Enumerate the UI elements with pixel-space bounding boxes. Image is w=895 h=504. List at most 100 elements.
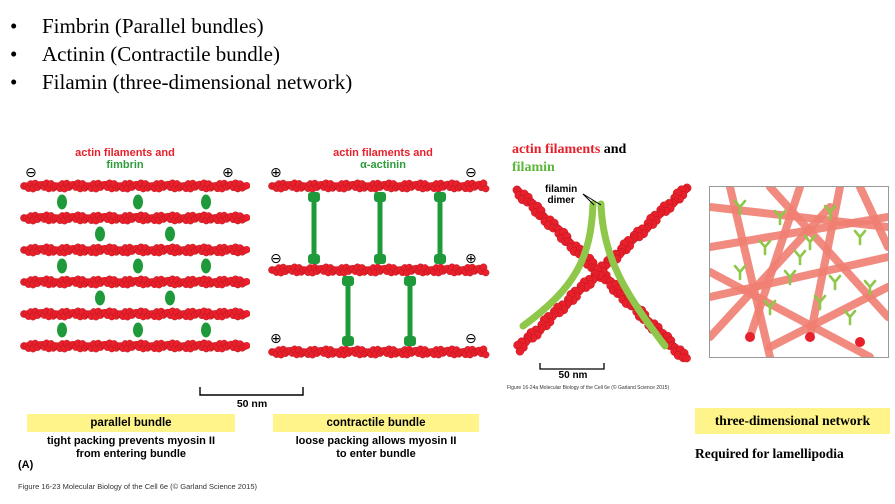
actinin-head — [342, 276, 354, 286]
fimbrin-crosslink — [57, 322, 67, 338]
filamin-crosslink — [823, 204, 837, 221]
network-panel — [709, 186, 889, 358]
actinin-rod — [345, 282, 351, 340]
contractile-bundle-label: contractile bundle — [273, 414, 479, 432]
filamin-arm — [733, 264, 747, 281]
actinin-head — [434, 254, 446, 264]
fig-a-title: actin filaments and fimbrin — [75, 147, 175, 171]
network-filament — [710, 268, 874, 357]
minus-end-marker: ⊖ — [25, 164, 37, 180]
minus-end-marker: ⊖ — [465, 330, 477, 346]
alpha-actinin-crosslink — [342, 276, 354, 346]
actinin-rod — [407, 282, 413, 340]
filamin-scale-bar — [539, 363, 605, 370]
filamin-arm — [783, 269, 797, 286]
alpha-actinin-crosslink — [308, 192, 320, 264]
actin-subunit — [243, 278, 250, 286]
fimbrin-crosslink — [57, 258, 67, 274]
three-dimensional-network-diagram — [710, 187, 888, 357]
filament-end — [745, 332, 755, 342]
filamin-arm — [519, 200, 597, 330]
actin-filament — [268, 345, 490, 359]
actinin-rod — [311, 198, 317, 258]
scale-bar — [199, 387, 304, 396]
plus-end-marker: ⊕ — [270, 330, 282, 346]
filament-end — [805, 332, 815, 342]
filamin-title-green: filamin — [512, 160, 555, 175]
actin-subunit — [482, 269, 490, 277]
filamin-arm — [863, 279, 877, 296]
minus-end-marker: ⊖ — [465, 164, 477, 180]
actin-filament — [268, 263, 490, 277]
actinin-rod — [377, 198, 383, 258]
actin-filament — [20, 211, 250, 225]
actin-filament — [20, 243, 250, 257]
filamin-cross-diagram — [512, 183, 692, 363]
bullet-item: •Actinin (Contractile bundle) — [10, 42, 280, 66]
network-filament — [806, 187, 844, 341]
filamin-crosslink — [803, 234, 817, 251]
actin-filament — [268, 179, 490, 193]
filamin-crosslink — [783, 269, 797, 286]
actinin-head — [342, 336, 354, 346]
actin-subunit — [515, 347, 525, 356]
dimer-pointer — [582, 193, 602, 206]
actin-filament — [20, 275, 250, 289]
filamin-crosslink — [813, 294, 827, 311]
bullet-list: •Fimbrin (Parallel bundles) •Actinin (Co… — [10, 12, 352, 96]
filamin-arm — [823, 204, 837, 221]
actinin-head — [404, 336, 416, 346]
filamin-arm — [853, 229, 867, 246]
figure-credit: Figure 16-23 Molecular Biology of the Ce… — [18, 482, 257, 491]
actin-filament — [513, 183, 692, 356]
filamin-arm — [793, 249, 807, 266]
filamin-arm — [803, 234, 817, 251]
fimbrin-crosslink — [165, 226, 175, 242]
panel-letter: (A) — [18, 459, 34, 471]
actin-filament — [20, 339, 250, 353]
filamin-arm — [773, 209, 787, 226]
bullet-item: •Filamin (three-dimensional network) — [10, 70, 353, 94]
fimbrin-crosslink — [165, 290, 175, 306]
parallel-bundle-label: parallel bundle — [27, 414, 235, 432]
plus-end-marker: ⊕ — [222, 164, 234, 180]
filamin-crosslink — [773, 209, 787, 226]
actinin-head — [308, 192, 320, 202]
alpha-actinin-crosslink — [374, 192, 386, 264]
actinin-head — [374, 254, 386, 264]
filamin-arm — [763, 299, 777, 316]
fimbrin-crosslink — [133, 322, 143, 338]
actin-subunit — [682, 353, 691, 363]
actinin-head — [374, 192, 386, 202]
fimbrin-crosslink — [201, 194, 211, 210]
filamin-crosslink — [733, 264, 747, 281]
filamin-crosslink — [793, 249, 807, 266]
filamin-crosslink — [758, 239, 772, 256]
bullet-item: •Fimbrin (Parallel bundles) — [10, 14, 264, 38]
network-filament — [856, 187, 888, 251]
filamin-arm — [843, 309, 857, 326]
filamin-crosslink — [828, 274, 842, 291]
fimbrin-crosslink — [57, 194, 67, 210]
actinin-head — [434, 192, 446, 202]
alpha-actinin-crosslink — [434, 192, 446, 264]
actin-subunit — [482, 185, 490, 193]
fimbrin-crosslink — [95, 290, 105, 306]
actinin-head — [404, 276, 416, 286]
actin-subunit — [243, 182, 250, 190]
fimbrin-parallel-bundle-diagram — [20, 179, 250, 353]
actin-filament — [20, 307, 250, 321]
filamin-arm — [597, 200, 669, 350]
actin-subunit — [243, 214, 250, 222]
fimbrin-crosslink — [133, 194, 143, 210]
lamellipodia-note: Required for lamellipodia — [695, 446, 844, 461]
filamin-crosslink — [843, 309, 857, 326]
dimer-pointer — [582, 193, 595, 206]
actin-subunit — [243, 246, 250, 254]
actin-subunit — [243, 342, 250, 350]
fimbrin-crosslink — [133, 258, 143, 274]
fimbrin-crosslink — [201, 322, 211, 338]
filamin-crosslink — [863, 279, 877, 296]
filamin-crosslink — [853, 229, 867, 246]
alpha-actinin-crosslink — [404, 276, 416, 346]
